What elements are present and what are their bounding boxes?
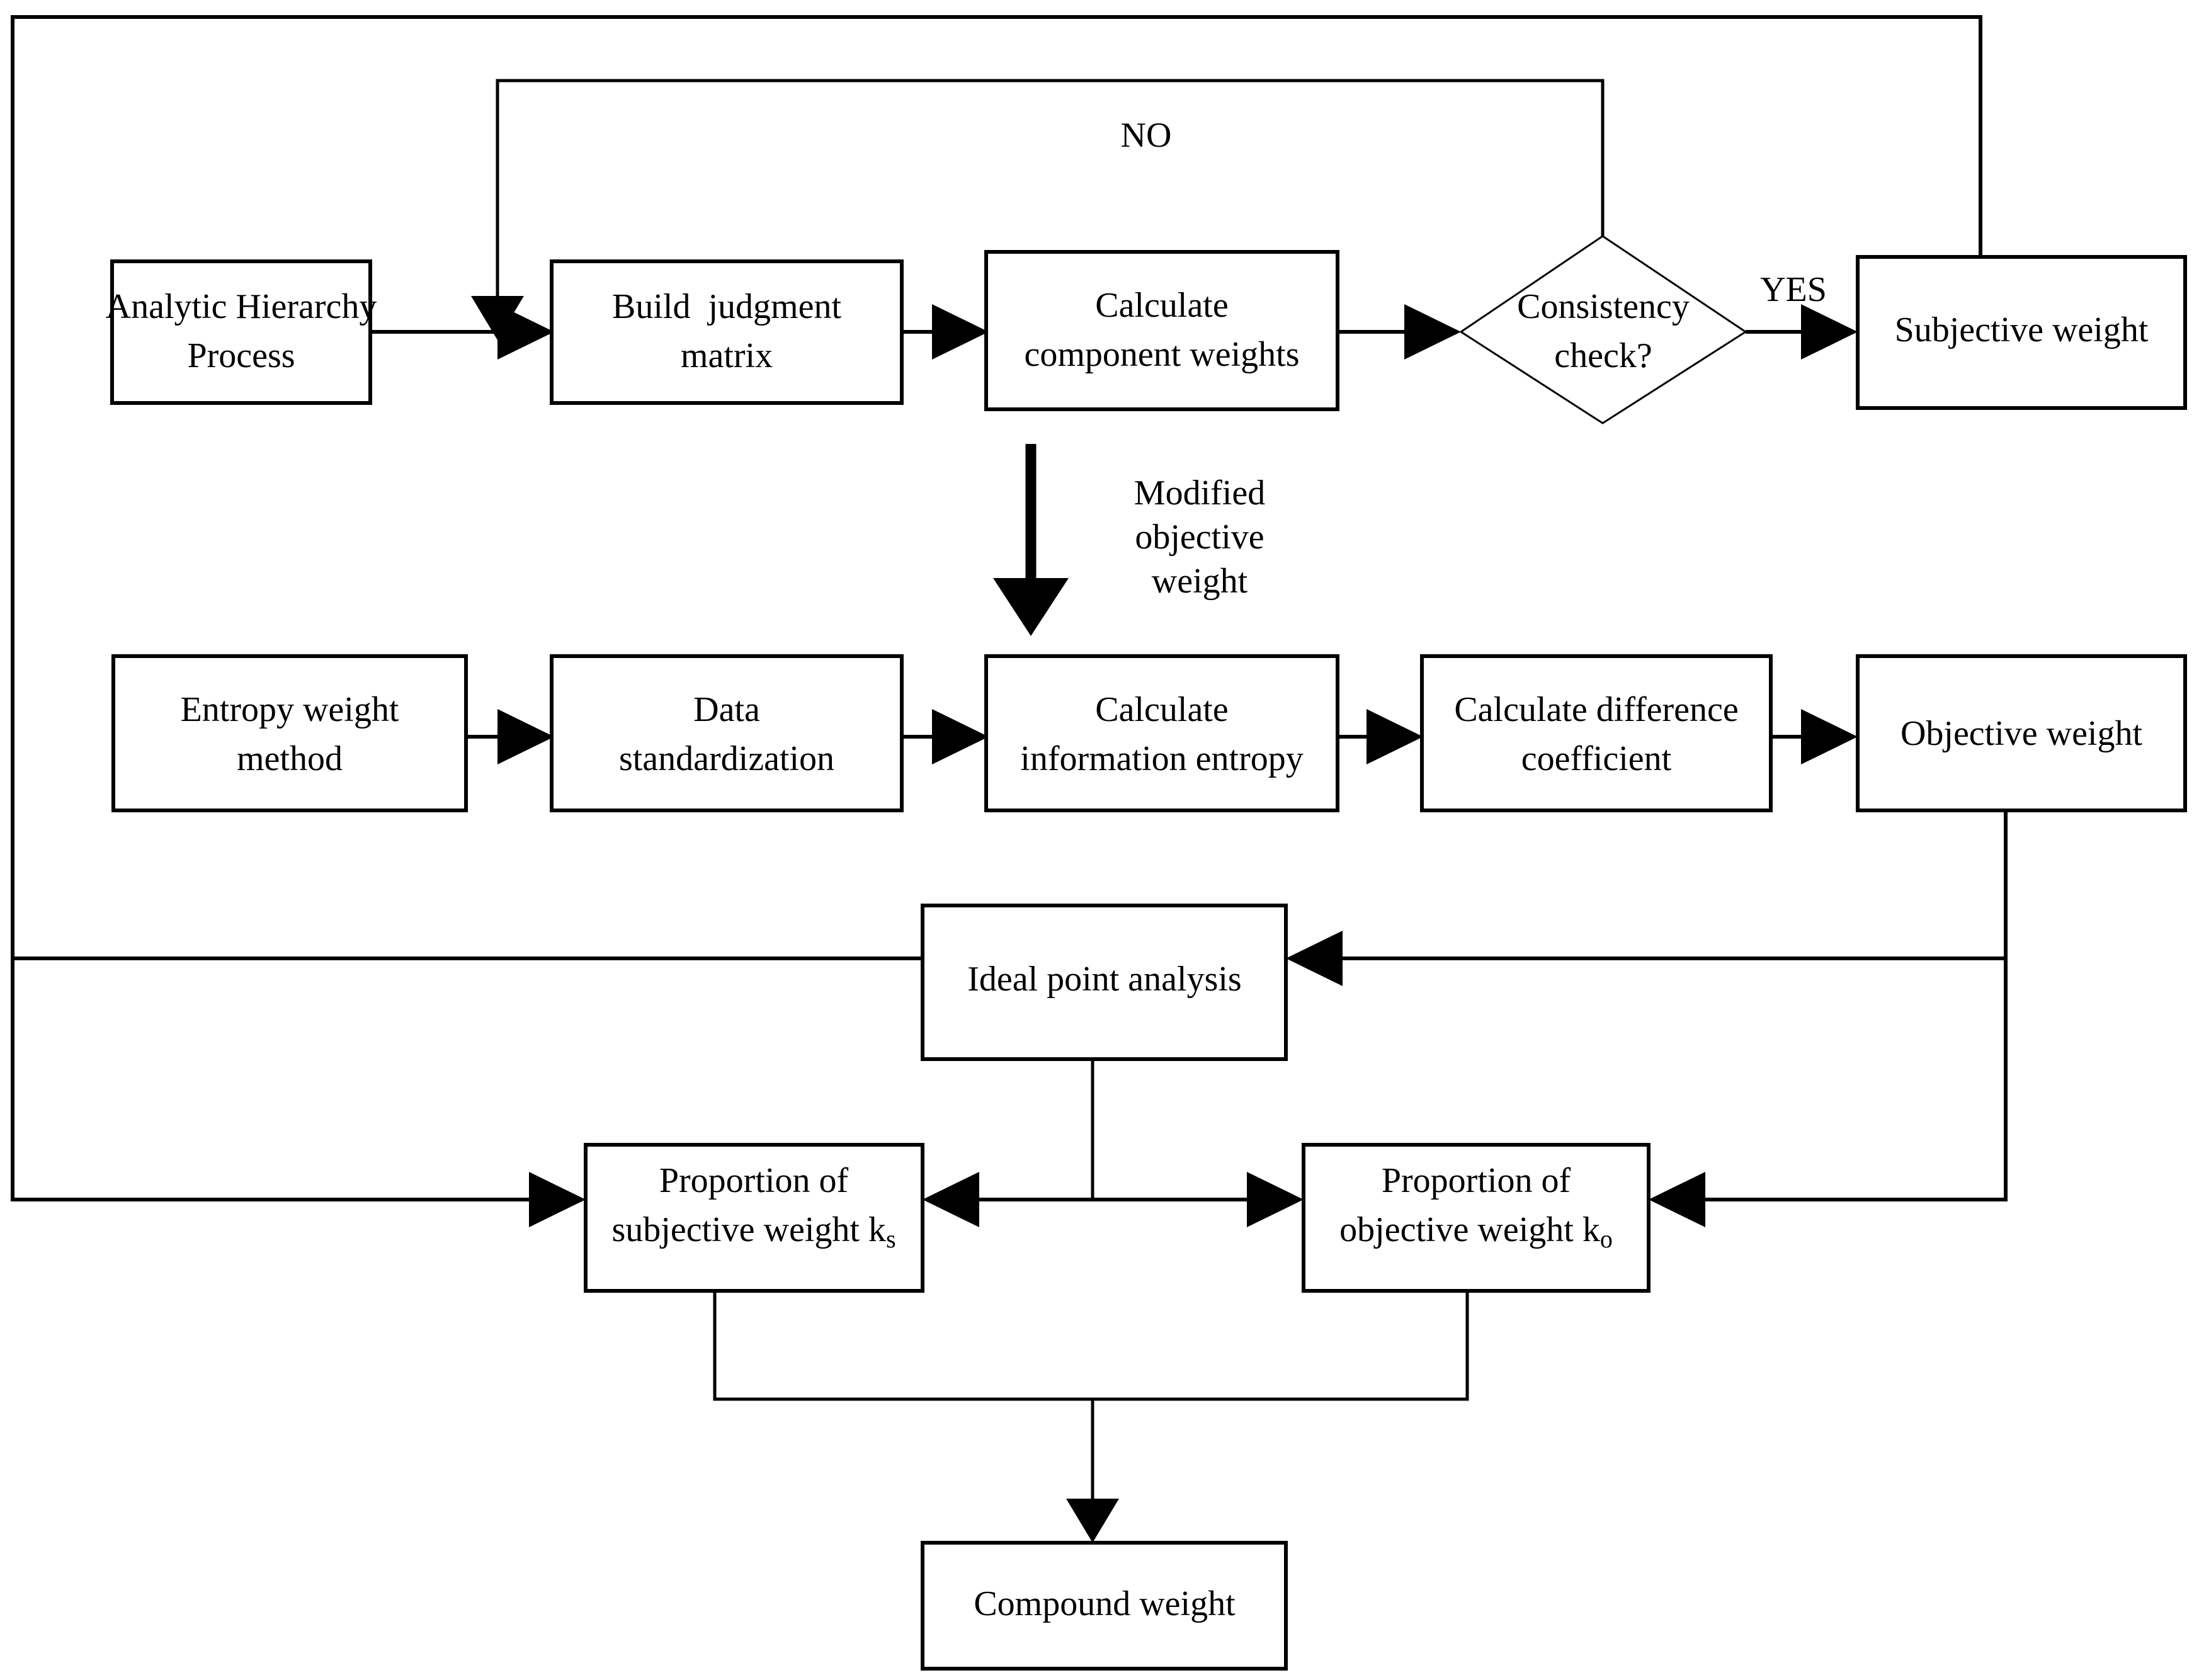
node-data-standardization[interactable]: Data standardization	[550, 654, 904, 812]
node-label-proportion-objective-line2: objective weight ko	[1339, 1210, 1613, 1253]
connector-objective-weight-to-ideal-point	[1286, 810, 2008, 986]
node-label-information-entropy-line2: information entropy	[1020, 739, 1303, 778]
proportion-objective-subscript: o	[1600, 1225, 1613, 1253]
node-label-objective-weight: Objective weight	[1901, 714, 2143, 753]
node-ideal-point-analysis[interactable]: Ideal point analysis	[921, 904, 1288, 1061]
node-label-proportion-subjective-line1: Proportion of	[659, 1161, 849, 1200]
node-compound-weight[interactable]: Compound weight	[921, 1541, 1288, 1671]
edge-label-modified-line1: Modified	[1134, 474, 1265, 513]
node-label-information-entropy-line1: Calculate	[1095, 690, 1228, 729]
node-label-consistency-check-line2: check?	[1554, 336, 1652, 375]
connector-consistency-check-to-subjective-weight	[1746, 304, 1858, 360]
node-analytic-hierarchy-process[interactable]: Analytic Hierarchy Process	[106, 259, 377, 405]
node-objective-weight[interactable]: Objective weight	[1856, 654, 2187, 812]
proportion-subjective-main: subjective weight k	[611, 1210, 885, 1249]
proportion-objective-main: objective weight k	[1339, 1210, 1600, 1249]
edge-label-modified-line2: objective	[1135, 518, 1264, 557]
node-label-ahp-line2: Process	[187, 336, 295, 375]
node-label-data-standardization-line2: standardization	[619, 739, 834, 778]
node-label-proportion-subjective-line2: subjective weight ks	[611, 1210, 895, 1253]
edge-label-modified-line3: weight	[1152, 562, 1248, 601]
node-label-component-weights-line2: component weights	[1024, 335, 1299, 374]
edge-label-yes: YES	[1760, 270, 1827, 309]
connector-component-weights-to-consistency-check	[1338, 304, 1461, 360]
node-proportion-objective-weight[interactable]: Proportion of objective weight ko	[1302, 1143, 1651, 1293]
node-label-consistency-check-line1: Consistency	[1517, 287, 1690, 326]
node-label-ahp-line1: Analytic Hierarchy	[106, 287, 377, 326]
node-label-component-weights-line1: Calculate	[1095, 286, 1228, 325]
connector-subjective-to-ideal-point	[11, 15, 1982, 986]
connector-difference-coefficient-to-objective-weight	[1771, 709, 1858, 764]
connector-ahp-to-judgment-matrix	[370, 304, 554, 360]
connector-objective-weight-to-proportion-objective	[1649, 958, 2008, 1227]
node-calculate-component-weights[interactable]: Calculate component weights	[984, 250, 1339, 411]
node-label-entropy-weight-line2: method	[237, 739, 343, 778]
node-label-judgment-matrix-line2: matrix	[681, 336, 773, 375]
connector-left-down-to-proportion-subjective	[11, 958, 586, 1227]
connector-proportions-to-compound-weight	[713, 1291, 1469, 1543]
node-proportion-subjective-weight[interactable]: Proportion of subjective weight ks	[584, 1143, 924, 1293]
connector-proportion-subjective-objective	[923, 1172, 1304, 1227]
connector-information-entropy-to-difference-coefficient	[1338, 709, 1423, 764]
connector-standardization-to-information-entropy	[902, 709, 989, 764]
node-label-judgment-matrix-line1: Build judgment	[612, 287, 841, 326]
node-entropy-weight-method[interactable]: Entropy weight method	[111, 654, 468, 812]
node-label-difference-coefficient-line1: Calculate difference	[1454, 690, 1738, 729]
connector-judgment-matrix-to-component-weights	[902, 304, 989, 360]
node-label-ideal-point: Ideal point analysis	[967, 960, 1241, 999]
proportion-subjective-subscript: s	[886, 1225, 896, 1253]
node-label-compound-weight: Compound weight	[974, 1584, 1236, 1623]
node-consistency-check[interactable]: Consistency check?	[1459, 235, 1747, 424]
node-label-subjective-weight: Subjective weight	[1895, 310, 2149, 349]
node-label-difference-coefficient-line2: coefficient	[1521, 739, 1672, 778]
node-label-proportion-objective-line1: Proportion of	[1382, 1161, 1571, 1200]
node-subjective-weight[interactable]: Subjective weight	[1856, 255, 2187, 410]
node-build-judgment-matrix[interactable]: Build judgment matrix	[550, 259, 904, 405]
node-label-entropy-weight-line1: Entropy weight	[181, 690, 399, 729]
node-calculate-difference-coefficient[interactable]: Calculate difference coefficient	[1420, 654, 1773, 812]
edge-label-no: NO	[1121, 116, 1172, 155]
connector-entropy-to-standardization	[466, 709, 554, 764]
node-calculate-information-entropy[interactable]: Calculate information entropy	[984, 654, 1339, 812]
node-label-data-standardization-line1: Data	[693, 690, 760, 729]
connector-modified-objective-weight	[993, 444, 1069, 636]
